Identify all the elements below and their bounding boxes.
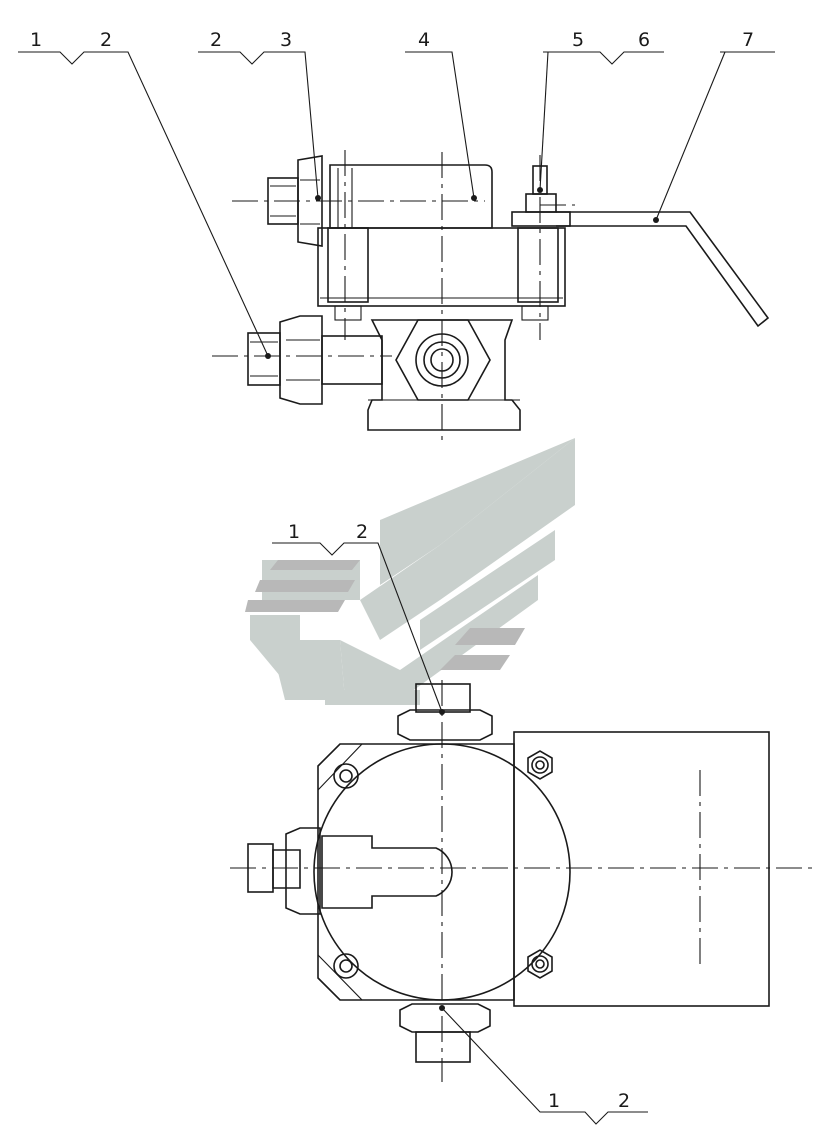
callout-top-left-1: 1 bbox=[30, 29, 42, 51]
callout-bottom-top-2: 2 bbox=[356, 521, 368, 543]
callout-top-center-4: 4 bbox=[418, 29, 430, 51]
callout-top-mid-2: 2 bbox=[210, 29, 222, 51]
callout-top-left-2: 2 bbox=[100, 29, 112, 51]
top-view bbox=[212, 150, 770, 440]
bottom-view bbox=[230, 680, 812, 1082]
callout-bottom-low-1: 1 bbox=[548, 1090, 560, 1112]
callout-bottom-top-1: 1 bbox=[288, 521, 300, 543]
callout-top-mid-3: 3 bbox=[280, 29, 292, 51]
callout-top-far-7: 7 bbox=[742, 29, 754, 51]
callout-top-right-5: 5 bbox=[572, 29, 584, 51]
callout-top-right-6: 6 bbox=[638, 29, 650, 51]
callout-labels: 1 2 2 3 4 5 6 7 1 2 1 2 bbox=[30, 29, 754, 1112]
callout-bottom-low-2: 2 bbox=[618, 1090, 630, 1112]
leader-lines bbox=[18, 51, 775, 1125]
watermark-logo bbox=[245, 438, 575, 705]
